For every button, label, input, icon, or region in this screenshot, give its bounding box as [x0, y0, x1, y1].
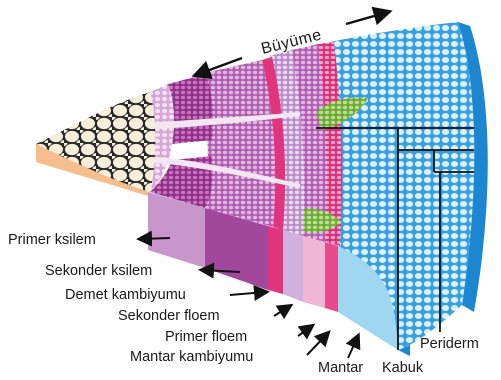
cork-cambium-face [325, 242, 338, 312]
arrow-mantar-kambiyumu [307, 333, 328, 355]
label-primer-ksilem: Primer ksilem [8, 232, 96, 248]
label-mantar: Mantar [318, 360, 363, 376]
label-mantar-kambiyumu: Mantar kambiyumu [130, 349, 253, 365]
arrow-primer-floem [298, 326, 312, 336]
arrow-demet-kambiyumu [230, 292, 266, 295]
arrow-primer-ksilem [140, 238, 170, 239]
label-sekonder-ksilem: Sekonder ksilem [45, 263, 152, 279]
growth-arrow-right [346, 12, 388, 24]
label-primer-floem: Primer floem [165, 329, 247, 345]
vascular-cambium-face [268, 226, 283, 294]
secondary-xylem-layer [200, 60, 275, 227]
secondary-phloem-face [283, 230, 303, 302]
primary-phloem-face [303, 236, 325, 308]
xylem-wedge-1 [168, 74, 213, 144]
label-kabuk: Kabuk [382, 360, 424, 376]
label-demet-kambiyumu: Demet kambiyumu [65, 287, 186, 303]
arrow-mantar [348, 336, 358, 358]
label-sekonder-floem: Sekonder floem [118, 308, 220, 324]
arrow-sekonder-floem [274, 306, 290, 316]
label-periderm: Periderm [420, 336, 479, 352]
